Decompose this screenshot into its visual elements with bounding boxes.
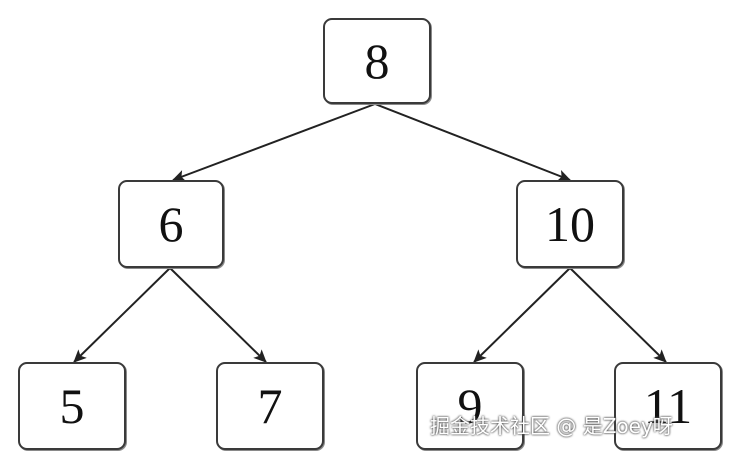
tree-node-10: 10 <box>516 180 624 268</box>
edge-6-to-7 <box>169 267 267 363</box>
tree-node-6: 6 <box>118 180 224 268</box>
tree-node-11: 11 <box>614 362 722 450</box>
edge-10-to-9 <box>473 267 571 363</box>
tree-node-7: 7 <box>216 362 324 450</box>
tree-node-5: 5 <box>18 362 126 450</box>
watermark-text: 掘金技术社区 @ 是Zoey呀 <box>430 414 673 438</box>
tree-node-9: 9 <box>416 362 524 450</box>
edge-8-to-6 <box>172 103 376 182</box>
tree-node-8: 8 <box>323 18 431 104</box>
edge-8-to-10 <box>374 103 571 182</box>
edge-6-to-5 <box>73 267 171 363</box>
edge-10-to-11 <box>569 267 667 363</box>
